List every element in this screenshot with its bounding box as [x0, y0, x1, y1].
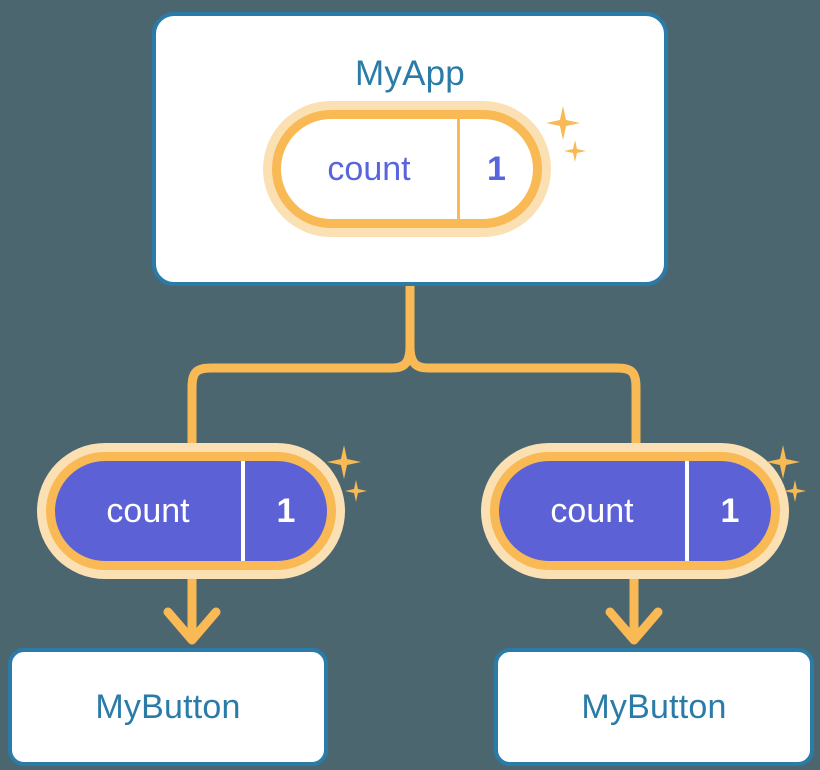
child-component-card-left[interactable]: MyButton [8, 648, 328, 766]
child-state-pill-wrapper-right: count 1 [490, 452, 780, 570]
child-state-name-left: count [106, 491, 190, 530]
child-state-pill-right[interactable]: count 1 [490, 452, 780, 570]
root-state-value-text: 1 [487, 149, 506, 188]
child-state-pill-wrapper-left: count 1 [46, 452, 336, 570]
sparkle-icon [345, 480, 367, 502]
child-state-pill-left[interactable]: count 1 [46, 452, 336, 570]
child-state-value-text-left: 1 [276, 491, 296, 530]
root-component-label: MyApp [355, 54, 465, 93]
root-state-pill[interactable]: count 1 [272, 110, 542, 228]
child-component-label-right: MyButton [581, 687, 727, 726]
child-state-value-right: 1 [685, 461, 771, 561]
sparkle-icon [784, 480, 806, 502]
arrow-head-right [605, 607, 663, 645]
root-state-pill-wrapper: count 1 [272, 110, 542, 228]
root-state-value: 1 [457, 119, 533, 219]
child-component-card-right[interactable]: MyButton [494, 648, 814, 766]
arrow-head-left [163, 607, 221, 645]
child-state-value-left: 1 [241, 461, 327, 561]
connector-branch-left [187, 341, 415, 457]
child-component-label-left: MyButton [95, 687, 241, 726]
child-state-value-text-right: 1 [720, 491, 740, 530]
root-state-name: count [327, 149, 411, 188]
connector-branch-right [405, 341, 641, 457]
child-state-name-right: count [550, 491, 634, 530]
